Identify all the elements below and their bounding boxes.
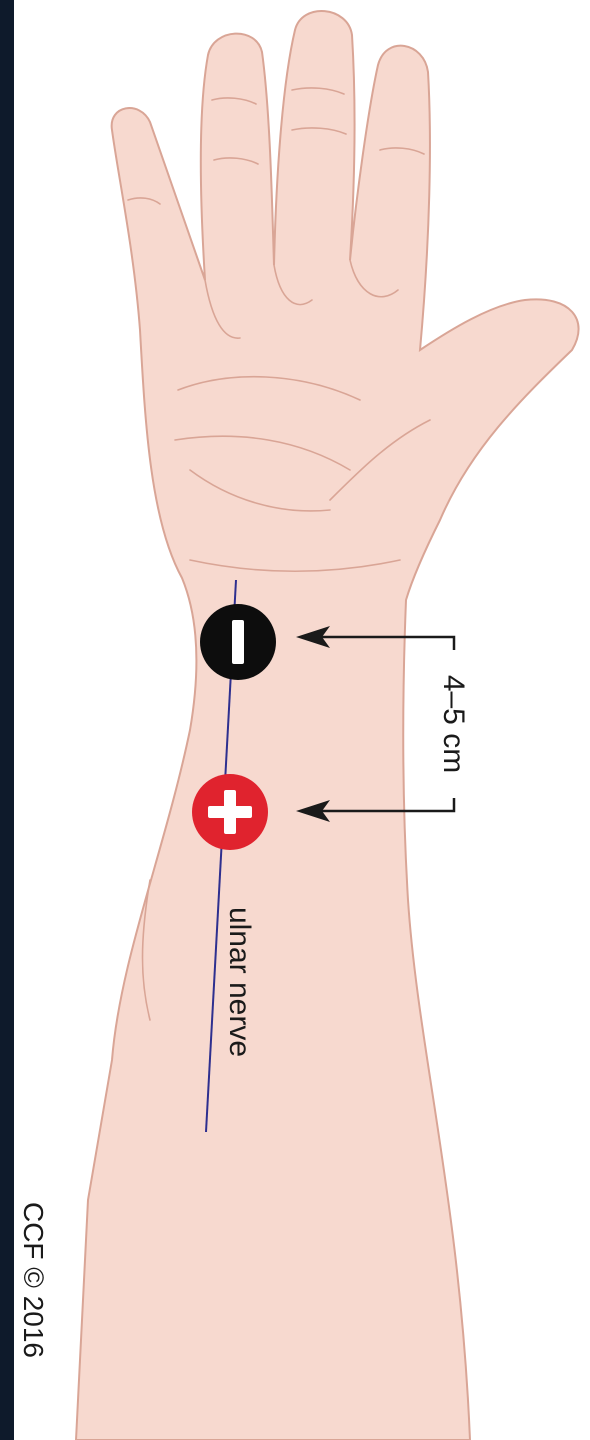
minus-circle-icon [200, 604, 276, 680]
measurement-label: 4–5 cm [437, 675, 470, 773]
ulnar-nerve-label: ulnar nerve [223, 907, 256, 1057]
arm-body [76, 11, 579, 1440]
hand-arm-illustration [76, 11, 579, 1440]
plus-circle-icon [192, 774, 268, 850]
copyright-label: CCF © 2016 [18, 1202, 49, 1358]
